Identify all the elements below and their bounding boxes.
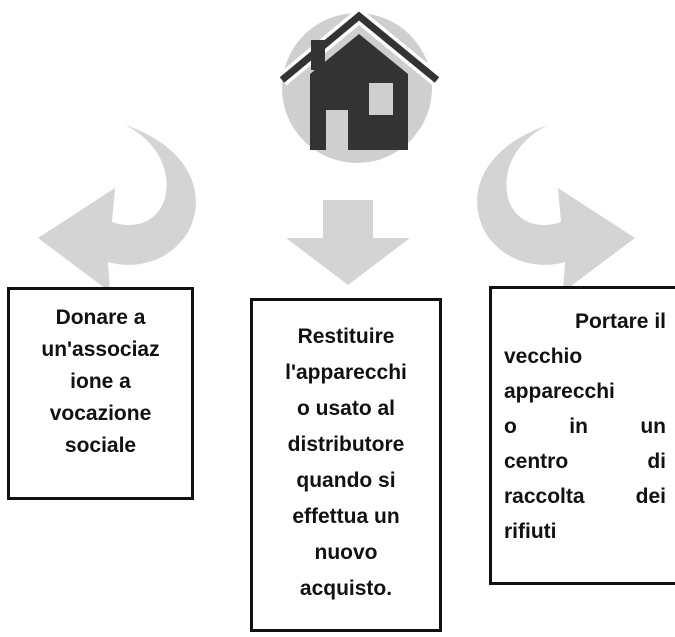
option-text-collection-line: apparecchi <box>504 380 615 403</box>
arrow-down-icon <box>286 200 410 285</box>
option-text-collection-line: vecchio <box>504 345 583 368</box>
house-icon <box>277 6 442 150</box>
curved-arrow-right-icon <box>477 125 635 292</box>
curved-arrow-left-icon <box>38 125 196 292</box>
option-box-collection-center: Portare il vecchio apparecchi o in un ce… <box>489 286 675 585</box>
option-text-collection-line: raccolta dei <box>504 485 666 508</box>
option-text-collection-line: rifiuti <box>504 520 557 543</box>
option-text-donate: Donare a un'associaz ione a vocazione so… <box>41 306 160 457</box>
option-text-return-to-distributor: Restituire l'apparecchi o usato al distr… <box>285 325 407 600</box>
option-text-collection-line: centro di <box>504 450 666 473</box>
option-box-donate: Donare a un'associaz ione a vocazione so… <box>7 287 194 500</box>
option-box-return-to-distributor: Restituire l'apparecchi o usato al distr… <box>250 298 442 632</box>
option-text-collection-line: o in un <box>504 415 666 438</box>
option-text-collection-line: Portare il <box>574 310 666 333</box>
